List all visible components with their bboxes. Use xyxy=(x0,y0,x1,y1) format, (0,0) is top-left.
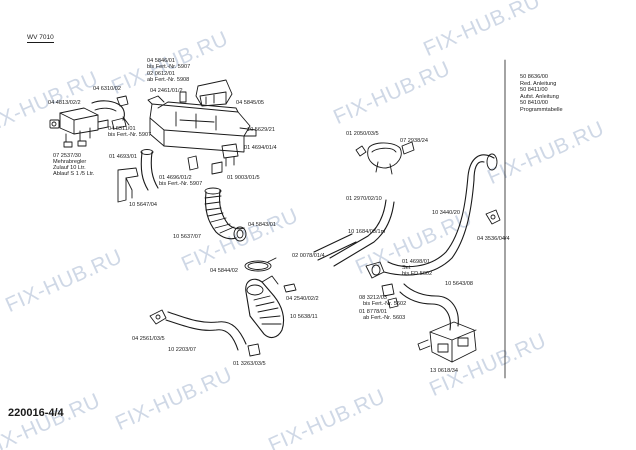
part-label: 10 5647/04 xyxy=(129,202,157,208)
note-line: 50 8636/00 xyxy=(520,74,548,80)
model-number: WV 7010 xyxy=(27,34,54,43)
part-label: 02 0078/01/4 xyxy=(292,253,325,259)
part-label: 01 4698/01 xyxy=(402,259,430,265)
part-label: 10 5629/21 xyxy=(247,127,275,133)
part-label: bis FD 5602 xyxy=(402,271,433,277)
part-label: 07 2938/24 xyxy=(400,138,428,144)
part-label: 01 2970/02/10 xyxy=(346,196,382,202)
note-line: Red. Anleitung xyxy=(520,80,557,87)
part-label: bis Fert.-Nr. 5907 xyxy=(147,64,191,70)
part-label: ab Fert.-Nr. 5908 xyxy=(147,77,190,83)
part-label: 01 4696/01/2 xyxy=(159,175,192,181)
part-label: Ablauf S 1 /5 Ltr. xyxy=(53,171,95,177)
part-label: 10 1684/03/1m xyxy=(348,229,386,235)
part-label: 04 2561/03/5 xyxy=(132,336,165,342)
part-label: 01 4693/01 xyxy=(109,154,137,160)
part-label: bis Fert.-Nr. 5907 xyxy=(108,132,152,138)
note-line: 50 8410/00 xyxy=(520,100,548,107)
part-label: 02 0612/01 xyxy=(147,71,175,77)
part-label: 04 5844/02 xyxy=(210,268,238,274)
document-notes: 50 8636/00 Red. Anleitung 50 8411/00 Auf… xyxy=(520,74,563,114)
part-label: 01 8778/01 xyxy=(359,309,387,315)
part-label: 04 4813/02/2 xyxy=(48,100,81,106)
part-label: 04 6310/02 xyxy=(93,86,121,92)
part-label: bis Fert.-Nr. 5602 xyxy=(363,301,407,307)
part-label: 04 5843/01 xyxy=(248,222,276,228)
part-label: ab Fert.-Nr. 5603 xyxy=(363,315,406,321)
part-label: 01 4694/01/4 xyxy=(244,145,277,151)
part-label: 01 3263/03/5 xyxy=(233,361,266,367)
note-line: Aufst. Anleitung xyxy=(520,93,559,100)
part-label: 04 6311/01 xyxy=(108,126,136,132)
part-label: 04 2540/02/2 xyxy=(286,296,319,302)
note-line: 50 8411/00 xyxy=(520,87,548,94)
part-label: 10 3440/20 xyxy=(432,210,460,216)
part-label: 01 2050/03/5 xyxy=(346,131,379,137)
part-label: Set xyxy=(402,265,411,271)
part-label: 08 3212/03 xyxy=(359,295,387,301)
part-label: Mehrabregler xyxy=(53,159,87,165)
part-label: 10 5637/07 xyxy=(173,234,201,240)
part-label: 01 9003/01/5 xyxy=(227,175,260,181)
part-label: bis Fert.-Nr. 5907 xyxy=(159,181,203,187)
part-label: 04 3536/04/4 xyxy=(477,236,510,242)
part-label: 07 2537/30 xyxy=(53,153,81,159)
part-label: 10 5638/11 xyxy=(290,314,318,320)
note-line: Programmtabelle xyxy=(520,106,563,113)
part-label: 10 5643/08 xyxy=(445,281,473,287)
part-label: 04 5845/05 xyxy=(236,100,264,106)
page-code: 220016-4/4 xyxy=(8,407,64,419)
part-label: 13 0618/34 xyxy=(430,368,458,374)
part-label: 04 2461/01/2 xyxy=(150,88,183,94)
part-label: Zulauf 10 Ltr. xyxy=(53,165,86,171)
part-label: 04 5846/01 xyxy=(147,58,175,64)
part-label: 10 2203/07 xyxy=(168,347,196,353)
